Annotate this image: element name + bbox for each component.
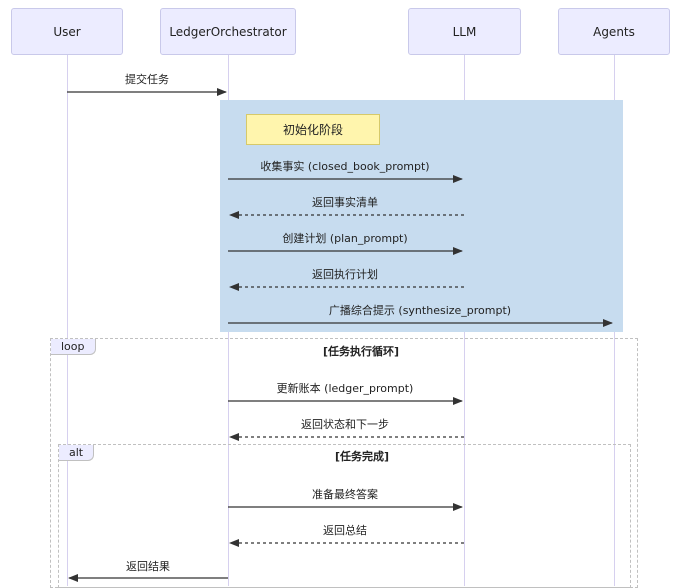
message-label: 返回总结	[323, 524, 367, 537]
loop-condition: [任务执行循环]	[323, 345, 400, 358]
actor-agents: Agents	[558, 8, 670, 55]
loop-tag: loop	[51, 339, 96, 355]
message-label: 准备最终答案	[312, 488, 378, 501]
message-label: 更新账本 (ledger_prompt)	[276, 382, 414, 395]
actor-llm: LLM	[408, 8, 521, 55]
lifeline-user	[67, 55, 68, 586]
message-label: 返回状态和下一步	[301, 418, 389, 431]
alt-condition: [任务完成]	[335, 450, 390, 463]
actor-orchestrator: LedgerOrchestrator	[160, 8, 296, 55]
message-label: 创建计划 (plan_prompt)	[282, 232, 408, 245]
actor-user: User	[11, 8, 123, 55]
message-label: 返回执行计划	[312, 268, 378, 281]
init-phase-note: 初始化阶段	[246, 114, 380, 145]
message-label: 广播综合提示 (synthesize_prompt)	[328, 304, 512, 317]
message-label: 返回结果	[126, 560, 170, 573]
message-label: 提交任务	[125, 73, 169, 86]
message-label: 收集事实 (closed_book_prompt)	[260, 160, 430, 173]
alt-tag: alt	[59, 445, 95, 461]
message-label: 返回事实清单	[312, 196, 378, 209]
